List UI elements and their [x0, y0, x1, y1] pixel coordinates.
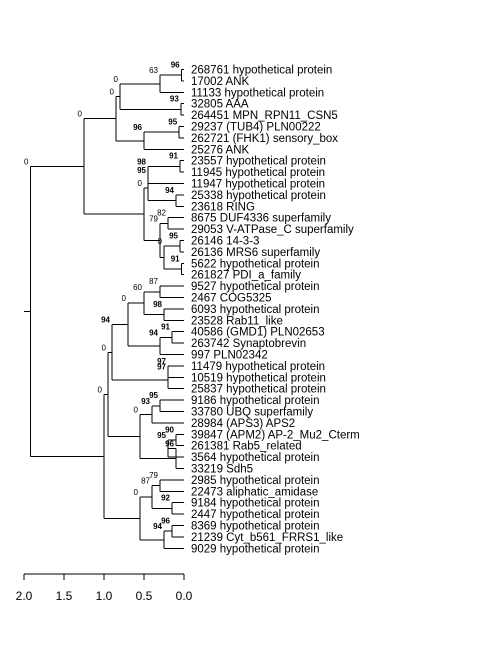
- leaf-label: 261827 PDI_a_family: [191, 270, 301, 282]
- bootstrap-value: 98: [137, 157, 146, 166]
- leaf-label: 9527 hypothetical protein: [191, 281, 320, 293]
- bootstrap-value: 96: [161, 517, 170, 526]
- leaf-label: 28984 (APS3) APS2: [191, 418, 295, 430]
- axis-tick-label: 0.0: [176, 589, 193, 603]
- bootstrap-value: 95: [157, 431, 166, 440]
- leaf-label: 8675 DUF4336 superfamily: [191, 213, 331, 225]
- leaf-label: 29053 V-ATPase_C superfamily: [191, 224, 354, 236]
- leaf-label: 5622 hypothetical protein: [191, 258, 320, 270]
- axis-tick-label: 2.0: [16, 589, 33, 603]
- axis-tick-label: 1.5: [56, 589, 73, 603]
- bootstrap-value: 94: [153, 522, 162, 531]
- leaf-label: 11133 hypothetical protein: [191, 87, 324, 99]
- bootstrap-value: 95: [169, 232, 178, 241]
- bootstrap-value: 0: [78, 110, 83, 119]
- bootstrap-value: 0: [98, 385, 103, 394]
- bootstrap-value: 91: [161, 323, 170, 332]
- bootstrap-value: 98: [153, 300, 162, 309]
- bootstrap-value: 91: [171, 254, 180, 263]
- leaf-label: 25276 ANK: [191, 144, 250, 156]
- bootstrap-value: 91: [169, 152, 178, 161]
- leaf-label: 3564 hypothetical protein: [191, 452, 320, 464]
- bootstrap-value: 79: [149, 214, 158, 223]
- axis-tick-label: 1.0: [96, 589, 113, 603]
- leaf-label: 264451 MPN_RPN11_CSN5: [191, 110, 338, 122]
- bootstrap-value: 82: [157, 209, 166, 218]
- bootstrap-value: 95: [149, 391, 158, 400]
- bootstrap-labels: 9663930959609198949582959107900879860919…: [24, 61, 180, 532]
- axis-tick-label: 0.5: [136, 589, 153, 603]
- bootstrap-value: 0: [138, 179, 143, 188]
- leaf-label: 2985 hypothetical protein: [191, 475, 320, 487]
- leaf-label: 26136 MRS6 superfamily: [191, 247, 320, 259]
- bootstrap-value: 87: [149, 277, 158, 286]
- leaf-label: 6093 hypothetical protein: [191, 304, 320, 316]
- leaf-label: 23528 Rab11_like: [191, 315, 283, 327]
- tree-branches: [24, 69, 184, 549]
- leaf-label: 33219 Sdh5: [191, 464, 253, 476]
- leaf-label: 29237 (TUB4) PLN00222: [191, 122, 321, 134]
- bootstrap-value: 94: [101, 316, 110, 325]
- bootstrap-value: 94: [165, 186, 174, 195]
- leaf-label: 32805 AAA: [191, 99, 249, 111]
- bootstrap-value: 0: [134, 405, 139, 414]
- leaf-label: 2447 hypothetical protein: [191, 509, 320, 521]
- leaf-label: 25338 hypothetical protein: [191, 190, 326, 202]
- bootstrap-value: 0: [114, 75, 119, 84]
- leaf-label: 9184 hypothetical protein: [191, 498, 320, 510]
- bootstrap-value: 90: [165, 425, 174, 434]
- leaf-label: 39847 (APM2) AP-2_Mu2_Cterm: [191, 429, 360, 441]
- leaf-label: 22473 aliphatic_amidase: [191, 486, 318, 498]
- bootstrap-value: 93: [141, 397, 150, 406]
- bootstrap-value: 97: [157, 357, 166, 366]
- bootstrap-value: 60: [133, 283, 142, 292]
- bootstrap-value: 79: [149, 471, 158, 480]
- bootstrap-value: 94: [149, 328, 158, 337]
- leaf-label: 17002 ANK: [191, 76, 250, 88]
- leaf-label: 2467 COG5325: [191, 293, 272, 305]
- bootstrap-value: 95: [168, 118, 177, 127]
- leaf-label: 40586 (GMD1) PLN02653: [191, 327, 325, 339]
- leaf-label: 21239 Cyt_b561_FRRS1_like: [191, 532, 343, 544]
- bootstrap-value: 96: [133, 123, 142, 132]
- leaf-label: 11479 hypothetical protein: [191, 361, 325, 373]
- bootstrap-value: 96: [165, 440, 174, 449]
- leaf-label: 268761 hypothetical protein: [191, 65, 332, 77]
- leaf-label: 262721 (FHK1) sensory_box: [191, 133, 338, 145]
- leaf-label: 33780 UBQ superfamily: [191, 407, 313, 419]
- bootstrap-value: 96: [171, 61, 180, 70]
- leaf-label: 997 PLN02342: [191, 350, 268, 362]
- leaf-label: 10519 hypothetical protein: [191, 372, 326, 384]
- leaf-label: 26146 14-3-3: [191, 236, 259, 248]
- bootstrap-value: 63: [149, 66, 158, 75]
- bootstrap-value: 0: [158, 237, 163, 246]
- leaf-label: 25837 hypothetical protein: [191, 384, 326, 396]
- leaf-label: 263742 Synaptobrevin: [191, 338, 306, 350]
- leaf-label: 23618 RING: [191, 201, 255, 213]
- leaf-label: 261381 Rab5_related: [191, 441, 302, 453]
- leaf-label: 9186 hypothetical protein: [191, 395, 320, 407]
- bootstrap-value: 92: [161, 494, 170, 503]
- leaf-label: 11945 hypothetical protein: [191, 167, 325, 179]
- bootstrap-value: 0: [110, 88, 115, 97]
- distance-axis: 2.0 1.5 1.0 0.5 0.0: [16, 573, 193, 603]
- leaf-label: 23557 hypothetical protein: [191, 156, 326, 168]
- bootstrap-value: 0: [122, 294, 127, 303]
- bootstrap-value: 0: [24, 157, 29, 166]
- bootstrap-value: 97: [157, 363, 166, 372]
- bootstrap-value: 95: [137, 166, 146, 175]
- leaf-label: 11947 hypothetical protein: [191, 179, 325, 191]
- bootstrap-value: 93: [170, 95, 179, 104]
- bootstrap-value: 0: [134, 488, 139, 497]
- leaf-label: 9029 hypothetical protein: [191, 543, 320, 555]
- bootstrap-value: 87: [141, 477, 150, 486]
- leaf-label: 8369 hypothetical protein: [191, 521, 320, 533]
- bootstrap-value: 0: [102, 343, 107, 352]
